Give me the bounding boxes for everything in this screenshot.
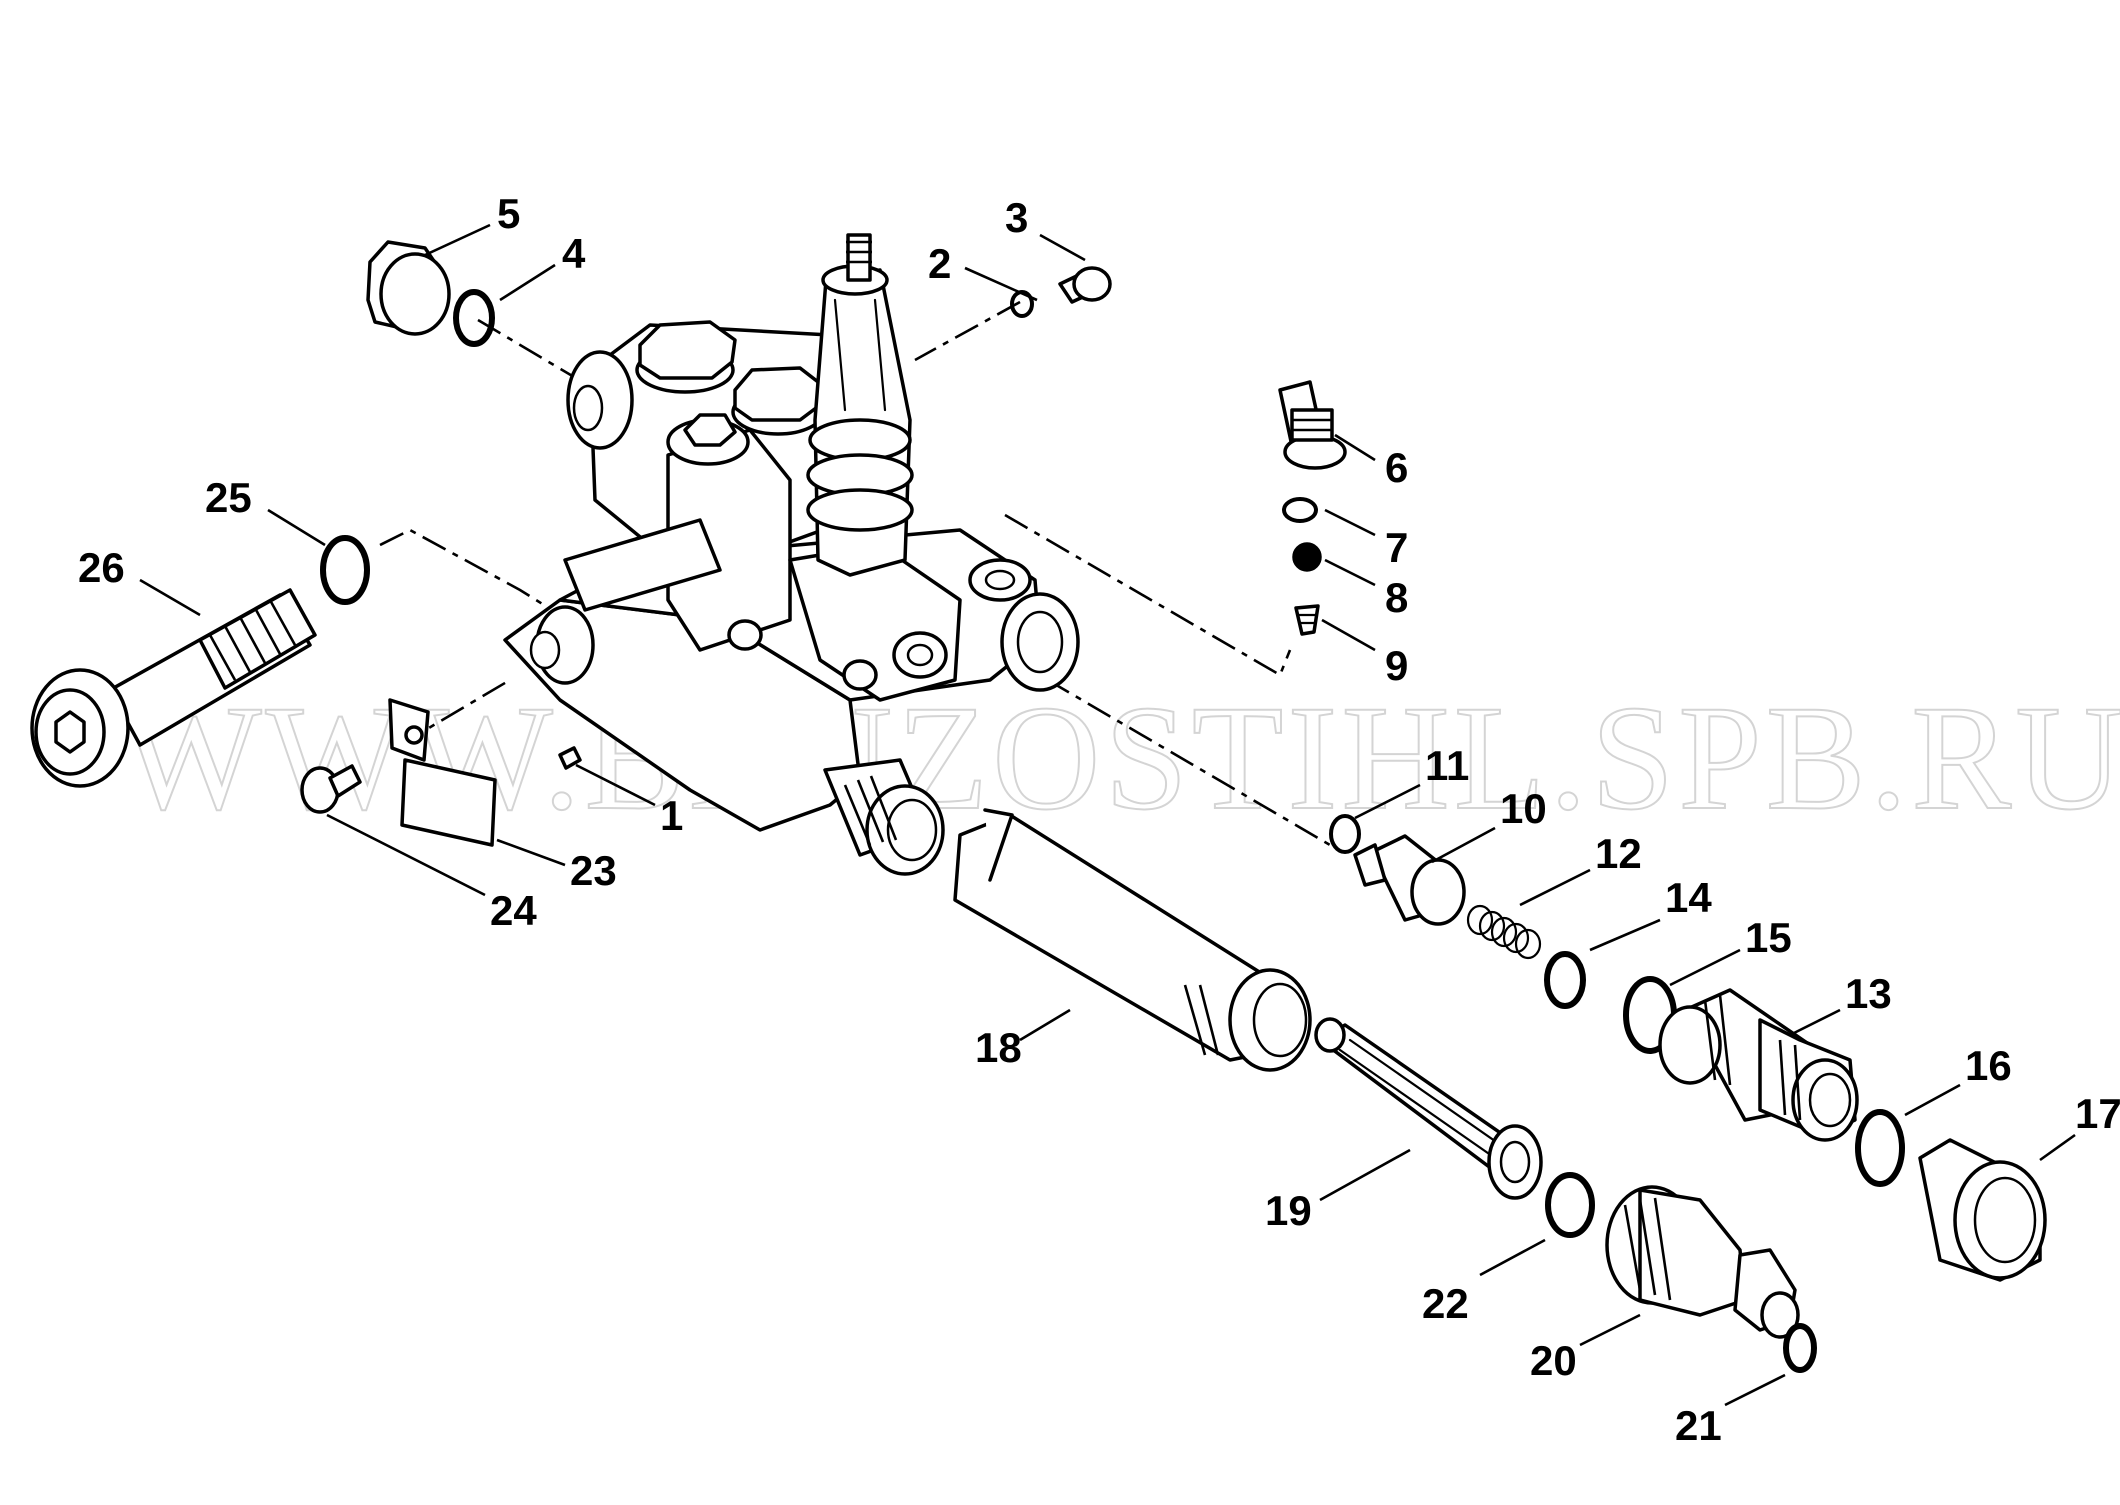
leader-lines	[139, 223, 2076, 1407]
callout-23: 23	[570, 847, 617, 894]
callout-12: 12	[1595, 830, 1642, 877]
callout-24: 24	[490, 887, 537, 934]
callout-15: 15	[1745, 914, 1792, 961]
part-5-plug	[366, 240, 451, 336]
part-25-washer	[320, 535, 370, 605]
assembly-axes	[379, 300, 1331, 847]
callout-2: 2	[928, 240, 951, 287]
valve-body	[503, 320, 1080, 876]
callout-16: 16	[1965, 1042, 2012, 1089]
part-8-ball	[1292, 542, 1322, 572]
pressure-regulator	[806, 233, 914, 577]
callout-18: 18	[975, 1024, 1022, 1071]
part-18-housing	[953, 808, 1312, 1072]
hex-nut-top-right	[731, 366, 825, 436]
part-12-spring	[1466, 904, 1542, 960]
callout-20: 20	[1530, 1337, 1577, 1384]
callout-8: 8	[1385, 574, 1408, 621]
part-6-fitting	[1278, 380, 1347, 470]
part-24-screw	[300, 764, 362, 814]
part-11-o-ring	[1329, 814, 1361, 854]
part-13-nipple	[1658, 988, 1859, 1142]
callout-7: 7	[1385, 524, 1408, 571]
part-14-o-ring	[1544, 951, 1586, 1009]
part-4-o-ring	[453, 289, 495, 347]
callout-3: 3	[1005, 194, 1028, 241]
callout-1: 1	[660, 792, 683, 839]
callout-14: 14	[1665, 874, 1712, 921]
callout-6: 6	[1385, 444, 1408, 491]
callout-9: 9	[1385, 642, 1408, 689]
part-3-bolt	[1058, 266, 1112, 304]
part-21-o-ring	[1783, 1323, 1817, 1373]
hex-nut-top-left	[635, 320, 737, 394]
part-7-o-ring	[1282, 497, 1318, 523]
part-1-grub-screw	[558, 746, 582, 770]
part-20-coupler	[1605, 1185, 1800, 1339]
callout-11: 11	[1425, 742, 1469, 789]
part-22-washer	[1545, 1172, 1595, 1238]
callout-19: 19	[1265, 1187, 1312, 1234]
callout-21: 21	[1675, 1402, 1722, 1449]
part-19-filter	[1314, 1017, 1543, 1200]
callout-4: 4	[562, 230, 586, 277]
callout-13: 13	[1845, 970, 1892, 1017]
part-26-bolt	[30, 588, 317, 788]
callout-22: 22	[1422, 1280, 1469, 1327]
callout-26: 26	[78, 544, 125, 591]
part-17-coupling	[1918, 1138, 2047, 1282]
part-9-spring-small	[1294, 604, 1320, 636]
callout-labels: 1 2 3 4 5 6 7 8 9 10 11 12 13 14 15 16 1…	[78, 190, 2120, 1449]
part-16-o-ring	[1855, 1109, 1905, 1187]
callout-5: 5	[497, 190, 520, 237]
part-10-valve	[1353, 834, 1466, 926]
callout-25: 25	[205, 474, 252, 521]
part-23-plate	[388, 698, 497, 847]
callout-10: 10	[1500, 785, 1547, 832]
callout-17: 17	[2075, 1090, 2120, 1137]
